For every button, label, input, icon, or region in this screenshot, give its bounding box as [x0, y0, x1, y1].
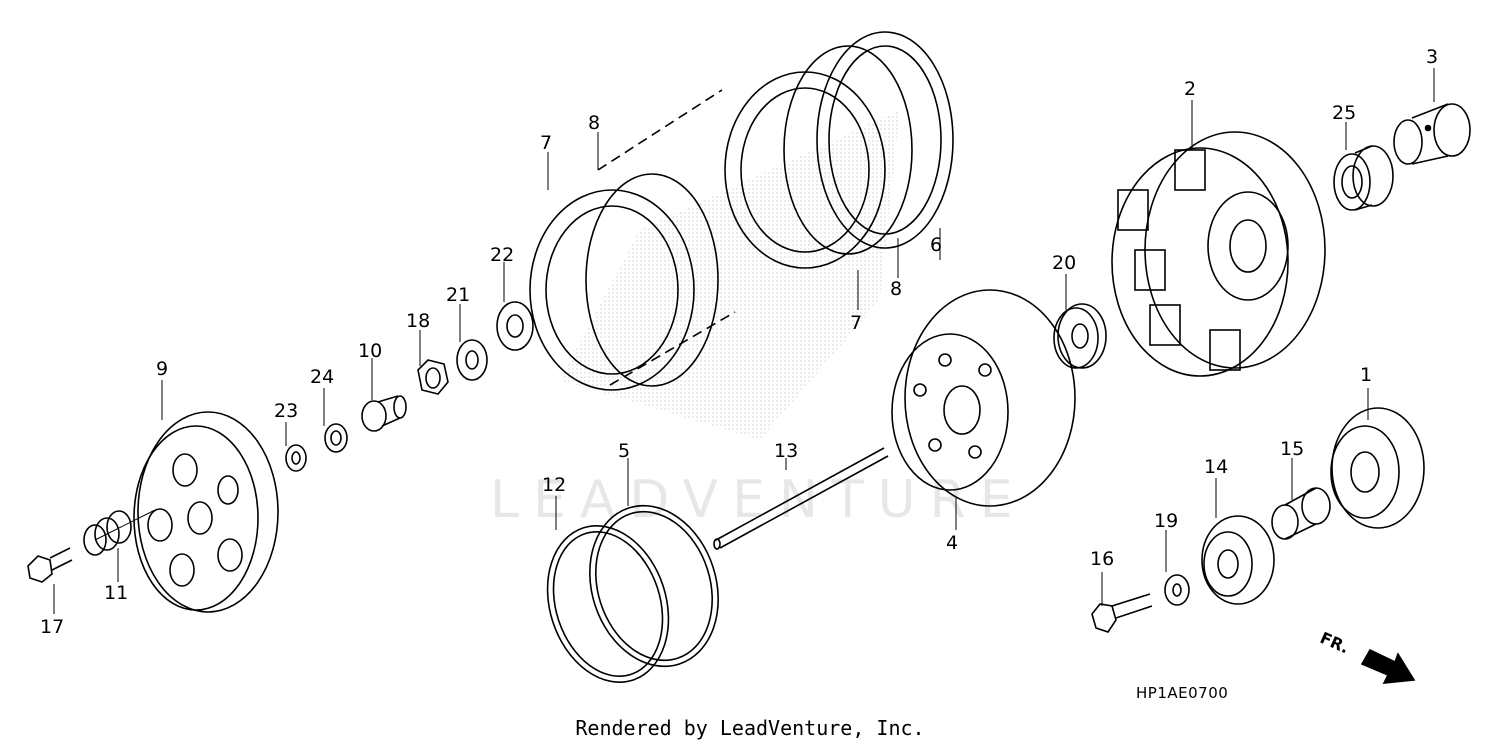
part-21-washer	[456, 339, 488, 381]
callout-13[interactable]: 13	[774, 440, 799, 462]
callout-5[interactable]: 5	[618, 440, 631, 462]
honda-wing-watermark	[560, 110, 900, 440]
part-7-friction-disc-right	[724, 71, 886, 269]
callout-6[interactable]: 6	[930, 234, 943, 256]
callout-15[interactable]: 15	[1280, 438, 1305, 460]
part-19-washer	[1164, 574, 1190, 606]
part-11-clutch-spring	[83, 509, 156, 556]
part-3-clutch-collar	[1393, 103, 1471, 165]
callout-4[interactable]: 4	[946, 532, 959, 554]
callout-24[interactable]: 24	[310, 366, 335, 388]
callout-16[interactable]: 16	[1090, 548, 1115, 570]
callout-18[interactable]: 18	[406, 310, 431, 332]
part-25-needle-bearing	[1333, 145, 1394, 211]
part-20-washer	[1053, 303, 1107, 369]
callout-22[interactable]: 22	[490, 244, 515, 266]
part-14-gear	[1201, 515, 1275, 605]
callout-9[interactable]: 9	[156, 358, 169, 380]
callout-2[interactable]: 2	[1184, 78, 1197, 100]
diagram-code: HP1AE0700	[1136, 684, 1229, 702]
callout-3[interactable]: 3	[1426, 46, 1439, 68]
part-17-bolt	[27, 547, 73, 583]
part-22-lock-washer	[496, 301, 534, 351]
part-15-collar	[1271, 487, 1331, 540]
leadventure-watermark: LEADVENTURE	[490, 470, 1027, 530]
part-9-pressure-plate	[133, 411, 279, 613]
part-4-clutch-center	[891, 289, 1076, 507]
callout-20[interactable]: 20	[1052, 252, 1077, 274]
callout-10[interactable]: 10	[358, 340, 383, 362]
callout-7-right[interactable]: 7	[850, 312, 863, 334]
part-2-clutch-outer	[1111, 131, 1326, 377]
part-7-friction-disc-left	[529, 189, 695, 391]
callout-17[interactable]: 17	[40, 616, 65, 638]
part-23-washer	[285, 444, 307, 472]
callout-21[interactable]: 21	[446, 284, 471, 306]
part-12-o-ring	[546, 525, 670, 683]
callout-12[interactable]: 12	[542, 474, 567, 496]
callout-1[interactable]: 1	[1360, 364, 1373, 386]
front-direction-arrow	[1360, 648, 1416, 684]
part-8-clutch-plate-left	[585, 173, 719, 387]
part-16-flange-bolt	[1091, 593, 1153, 633]
callout-25[interactable]: 25	[1332, 102, 1357, 124]
part-10-lifter-piece	[361, 395, 407, 432]
part-1-primary-drive-gear	[1330, 407, 1425, 529]
callout-8-right[interactable]: 8	[890, 278, 903, 300]
footer-credit: Rendered by LeadVenture, Inc.	[575, 716, 925, 740]
part-5-o-ring	[589, 504, 719, 668]
part-13-push-rod	[713, 447, 889, 550]
callout-11[interactable]: 11	[104, 582, 129, 604]
part-18-lock-nut	[417, 359, 449, 395]
part-8-clutch-plate-right	[783, 45, 913, 255]
callout-7-left[interactable]: 7	[540, 132, 553, 154]
callout-8-left[interactable]: 8	[588, 112, 601, 134]
callout-23[interactable]: 23	[274, 400, 299, 422]
callout-14[interactable]: 14	[1204, 456, 1229, 478]
part-24-bearing	[324, 423, 348, 453]
callout-19[interactable]: 19	[1154, 510, 1179, 532]
